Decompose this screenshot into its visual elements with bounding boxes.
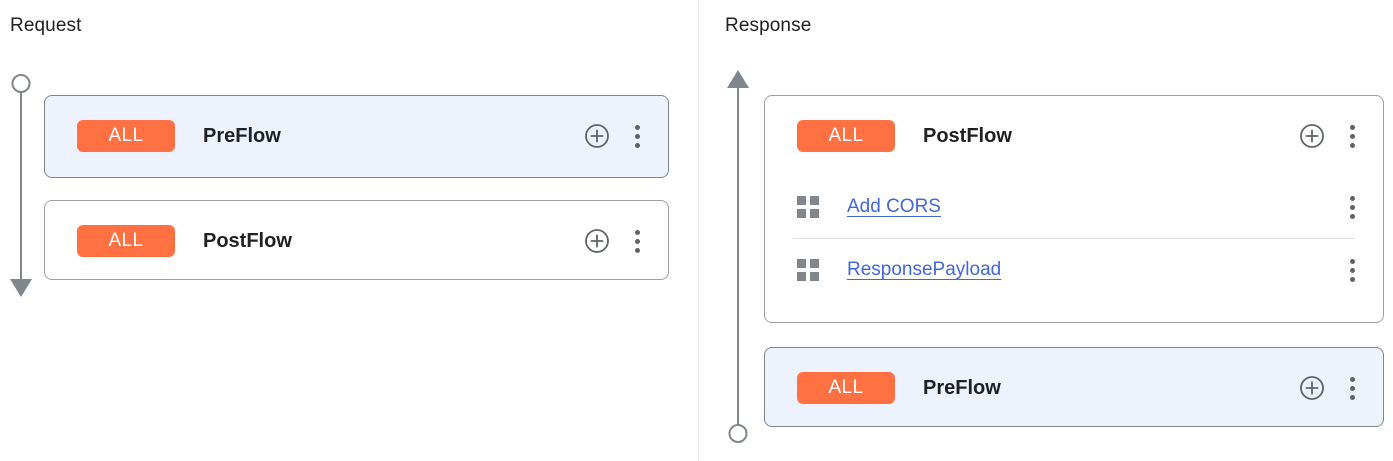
flow-card-header: ALL PostFlow (765, 96, 1383, 176)
response-flow-rail (727, 70, 749, 444)
response-panel: Response ALL PostFlow (699, 0, 1393, 461)
flow-arrow-down-icon (10, 279, 32, 297)
more-vert-icon[interactable] (1341, 121, 1363, 151)
policy-divider (793, 238, 1355, 239)
policy-list: Add CORS ResponsePayload (765, 176, 1383, 315)
flow-card-header: ALL PostFlow (45, 201, 668, 281)
flow-card-response-postflow[interactable]: ALL PostFlow (764, 95, 1384, 323)
flow-card-request-postflow[interactable]: ALL PostFlow (44, 200, 669, 280)
more-vert-icon[interactable] (1341, 255, 1363, 285)
flow-card-header: ALL PreFlow (765, 348, 1383, 428)
method-badge: ALL (77, 225, 175, 257)
plus-circle-icon[interactable] (582, 226, 612, 256)
more-vert-icon[interactable] (1341, 192, 1363, 222)
plus-circle-icon[interactable] (1297, 121, 1327, 151)
flow-start-circle-icon (11, 74, 31, 93)
policy-row[interactable]: ResponsePayload (765, 239, 1383, 301)
plus-circle-icon[interactable] (582, 121, 612, 151)
request-panel-title: Request (10, 15, 82, 36)
flow-card-title: PostFlow (203, 229, 292, 252)
plus-circle-icon[interactable] (1297, 373, 1327, 403)
flow-card-header: ALL PreFlow (45, 96, 668, 176)
request-flow-rail (10, 74, 32, 300)
flow-rail-line (20, 92, 22, 279)
policy-link[interactable]: ResponsePayload (847, 259, 1002, 280)
more-vert-icon[interactable] (1341, 373, 1363, 403)
flow-card-title: PreFlow (203, 124, 281, 147)
method-badge: ALL (797, 372, 895, 404)
policy-row[interactable]: Add CORS (765, 176, 1383, 238)
more-vert-icon[interactable] (626, 226, 648, 256)
more-vert-icon[interactable] (626, 121, 648, 151)
flow-card-title: PreFlow (923, 376, 1001, 399)
method-badge: ALL (797, 120, 895, 152)
flow-arrow-up-icon (727, 70, 749, 88)
policy-link[interactable]: Add CORS (847, 196, 941, 217)
response-panel-title: Response (725, 15, 812, 36)
grid-drag-icon[interactable] (797, 259, 819, 281)
grid-drag-icon[interactable] (797, 196, 819, 218)
flow-card-request-preflow[interactable]: ALL PreFlow (44, 95, 669, 178)
flow-start-circle-icon (728, 424, 748, 443)
flow-card-title: PostFlow (923, 124, 1012, 147)
flow-rail-line (737, 87, 739, 425)
method-badge: ALL (77, 120, 175, 152)
request-panel: Request ALL PreFlow (10, 15, 669, 300)
flow-card-response-preflow[interactable]: ALL PreFlow (764, 347, 1384, 427)
panel-divider (698, 0, 699, 461)
